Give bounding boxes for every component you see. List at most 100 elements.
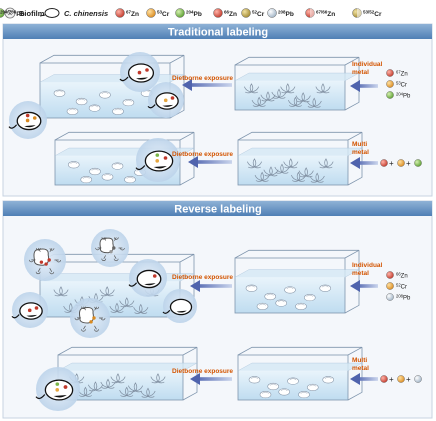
snail-in-tank	[267, 382, 279, 391]
snail-in-tank	[298, 391, 310, 399]
arrow-rev-multi-in	[350, 373, 378, 385]
pb-ratio-sphere-icon	[0, 8, 5, 18]
legend-label-zn67: 67Zn	[126, 10, 139, 19]
arrow-rev-dietborne	[190, 280, 232, 292]
biofilm-in-tank	[127, 382, 144, 393]
biofilm-in-tank	[87, 381, 104, 392]
reverse-header	[3, 201, 432, 216]
arrow-trad-dietborne	[182, 79, 232, 91]
metal-label-zn: 67Zn	[396, 69, 408, 77]
zoom-snail-rev-2	[11, 292, 48, 328]
biofilm-in-tank	[133, 303, 149, 314]
cr-ratio-sphere-icon	[352, 8, 362, 18]
biofilm-in-tank	[53, 286, 69, 297]
metal-combo-reverse: ++	[380, 375, 422, 384]
legend-label-biofilm: Biofilm	[19, 9, 45, 18]
combo-sphere	[397, 375, 405, 383]
combo-sphere	[414, 375, 422, 383]
label-trad-multi-dietborne: Dietborne exposure	[172, 151, 233, 158]
snail-in-tank	[89, 167, 101, 176]
biofilm-in-tank	[318, 158, 334, 169]
snail-in-tank	[322, 376, 334, 384]
label-rev-individual-2: metal	[352, 270, 369, 277]
legend-label-cr52: 52Cr	[252, 10, 265, 19]
biofilm-in-tank	[298, 167, 314, 178]
snail-icon	[39, 8, 60, 18]
zoom-biofilm-rev-2	[91, 229, 129, 267]
metal-label-pb: 208Pb	[396, 293, 411, 301]
plus-sign: +	[406, 159, 411, 168]
metal-label-pb: 204Pb	[396, 91, 411, 99]
arrow-trad-metal-in	[350, 80, 378, 92]
combo-sphere	[380, 159, 388, 167]
label-rev-multi-1: Multi	[352, 357, 367, 364]
zoom-snail-trad-multi	[135, 138, 180, 182]
biofilm-in-tank	[246, 158, 263, 169]
metal-sphere-pb	[386, 91, 394, 99]
arrow-rev-metal-in	[350, 280, 378, 292]
biofilm-in-tank	[260, 91, 276, 102]
snail-in-tank	[53, 89, 66, 97]
biofilm-in-tank	[315, 83, 331, 94]
snail-in-tank	[295, 302, 307, 310]
tank-rev-multi-right	[237, 346, 363, 401]
arrow-rev-multi-dietborne	[190, 373, 232, 385]
snail-in-tank	[284, 286, 296, 294]
biofilm-in-tank	[251, 96, 267, 107]
snail-in-tank	[99, 91, 111, 99]
legend-label-cr53: 53Cr	[157, 10, 170, 19]
pb208-sphere-icon	[267, 8, 277, 18]
snail-in-tank	[278, 388, 290, 396]
pb204-sphere-icon	[175, 8, 185, 18]
biofilm-in-tank	[77, 386, 94, 397]
zoom-snail-rev-3	[162, 289, 197, 323]
biofilm-in-tank	[150, 373, 166, 384]
arrow-trad-multi-in	[350, 157, 378, 169]
biofilm-in-tank	[254, 171, 270, 182]
snail-in-tank	[287, 377, 299, 385]
zoom-biofilm-rev-3	[70, 298, 110, 338]
label-rev-multi-2: metal	[352, 365, 369, 372]
biofilm-in-tank	[295, 92, 311, 103]
cr53-sphere-icon	[146, 8, 156, 18]
legend-label-pb204: 204Pb	[186, 10, 202, 19]
metal-combo-traditional: ++	[380, 159, 422, 168]
tank-trad-multi-right	[237, 131, 363, 186]
biofilm-in-tank	[271, 88, 287, 99]
traditional-title: Traditional labeling	[168, 27, 268, 39]
metal-sphere-zn	[386, 271, 394, 279]
label-trad-individual-2: metal	[352, 69, 369, 76]
snail-in-tank	[88, 104, 101, 112]
legend-label-snail: C. chinensis	[64, 9, 108, 18]
combo-sphere	[414, 159, 422, 167]
snail-in-tank	[319, 284, 331, 292]
tank-trad-individual-right	[234, 56, 360, 111]
label-rev-multi-dietborne: Dietborne exposure	[172, 368, 233, 375]
snail-in-tank	[67, 161, 80, 169]
biofilm-in-tank	[274, 163, 290, 174]
snail-in-tank	[124, 176, 136, 184]
snail-in-tank	[275, 299, 287, 307]
snail-in-tank	[264, 292, 276, 301]
zoom-bubbles-layer	[8, 52, 197, 411]
zn67-sphere-icon	[115, 8, 125, 18]
label-rev-individual-1: Individual	[352, 262, 383, 269]
biofilm-in-tank	[119, 386, 135, 397]
biofilm-in-tank	[263, 166, 279, 177]
metal-sphere-cr	[386, 80, 394, 88]
traditional-header	[3, 24, 432, 39]
legend-label-pb208: 208Pb	[278, 10, 294, 19]
legend-label-cr-ratio: 53/52Cr	[363, 10, 382, 19]
plus-sign: +	[406, 375, 411, 384]
snail-in-tank	[66, 107, 79, 115]
biofilm-in-tank	[306, 97, 322, 108]
legend-label-pb-ratio: 204/208Pb	[0, 10, 25, 19]
plus-sign: +	[389, 159, 394, 168]
combo-sphere	[397, 159, 405, 167]
snail-in-tank	[259, 391, 272, 399]
biofilm-in-tank	[309, 172, 325, 183]
